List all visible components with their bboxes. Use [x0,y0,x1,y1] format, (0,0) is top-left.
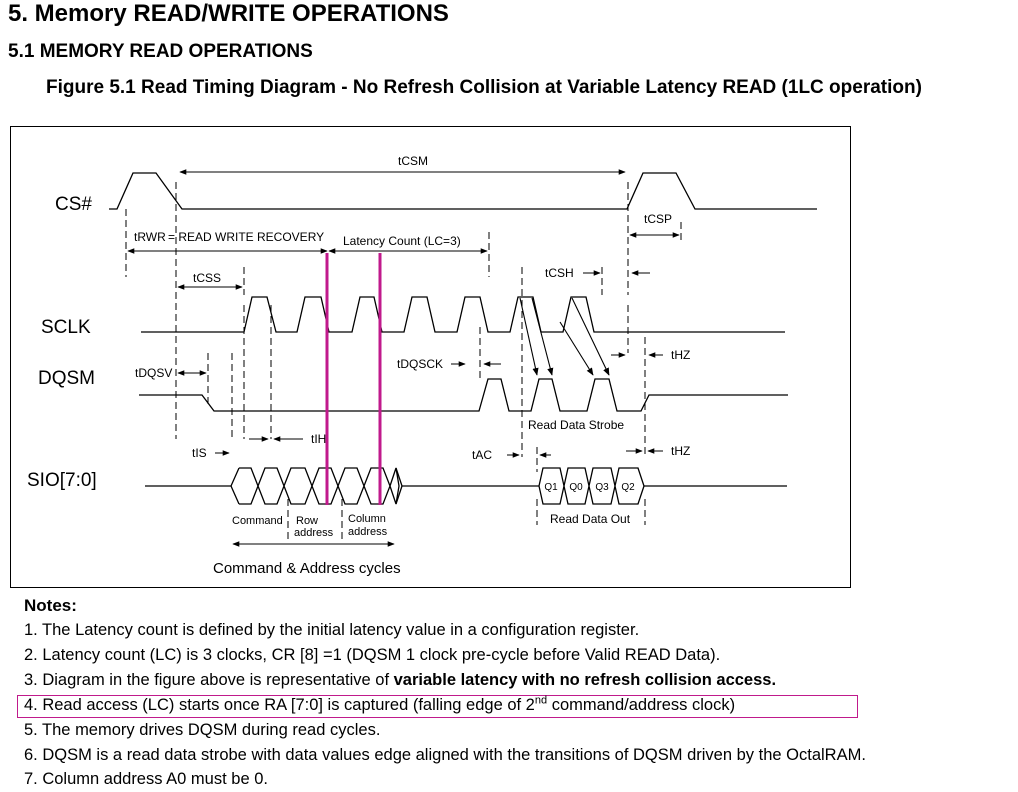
signal-label-sio: SIO[7:0] [27,470,97,491]
label-tdqsck: tDQSCK [397,357,443,371]
note-4-superscript: nd [534,694,548,707]
sclk-waveform [141,296,785,333]
note-6: 6. DQSM is a read data strobe with data … [24,746,866,764]
label-thz-1: tHZ [671,348,690,362]
label-tdqsv: tDQSV [135,366,172,380]
strobe-arrow [559,321,594,376]
dqsm-waveform [139,378,788,412]
note-1: 1. The Latency count is defined by the i… [24,621,640,639]
signal-label-sclk: SCLK [41,317,91,338]
signal-label-dqsm: DQSM [38,368,95,389]
label-trwr: tRWR [134,230,166,244]
sio-bus [145,467,787,505]
data-cell: Q2 [621,482,635,493]
subsection-title: 5.1 MEMORY READ OPERATIONS [8,41,313,62]
label-tcsm: tCSM [398,154,428,168]
timing-diagram-svg: CS# SCLK DQSM SIO[7:0] tCSM tCSP tRWR = … [27,154,817,577]
phase-row-line2: address [294,527,334,539]
strobe-arrow [571,297,610,376]
label-tcsh: tCSH [545,266,574,280]
label-rwr: = READ WRITE RECOVERY [168,230,324,244]
cycles-label: Command & Address cycles [213,560,401,577]
signal-label-cs: CS# [55,194,92,215]
note-3-text: 3. Diagram in the figure above is repres… [24,671,394,689]
section-title: 5. Memory READ/WRITE OPERATIONS [8,0,449,27]
note-5: 5. The memory drives DQSM during read cy… [24,721,381,739]
data-cell: Q0 [569,482,583,493]
data-cell: Q1 [544,482,558,493]
note-3: 3. Diagram in the figure above is repres… [24,671,776,690]
label-tis: tIS [192,446,207,460]
label-tcss: tCSS [193,271,221,285]
note-3-emphasis: variable latency with no refresh collisi… [393,671,777,689]
note-4-highlight-box [17,695,858,718]
notes-title: Notes: [24,596,77,615]
timing-diagram: CS# SCLK DQSM SIO[7:0] tCSM tCSP tRWR = … [10,126,851,588]
note-7: 7. Column address A0 must be 0. [24,770,268,788]
label-read-data-strobe: Read Data Strobe [528,418,624,432]
label-tac: tAC [472,448,492,462]
strobe-arrow [531,297,554,376]
label-latency: Latency Count (LC=3) [343,234,461,248]
note-4-text: 4. Read access (LC) starts once RA [7:0]… [24,696,535,714]
cs-waveform [109,172,817,210]
label-tcsp: tCSP [644,212,672,226]
note-4: 4. Read access (LC) starts once RA [7:0]… [24,694,736,715]
phase-command: Command [232,515,283,527]
phase-col-line2: address [348,526,388,538]
figure-caption: Figure 5.1 Read Timing Diagram - No Refr… [46,77,922,98]
phase-row-line1: Row [296,515,318,527]
strobe-arrow [519,297,539,376]
data-cell: Q3 [595,482,609,493]
label-read-data-out: Read Data Out [550,512,631,526]
label-tih: tIH [311,432,326,446]
label-thz-2: tHZ [671,444,690,458]
note-2: 2. Latency count (LC) is 3 clocks, CR [8… [24,646,721,664]
phase-col-line1: Column [348,513,386,525]
note-4-text-end: command/address clock) [547,696,736,714]
